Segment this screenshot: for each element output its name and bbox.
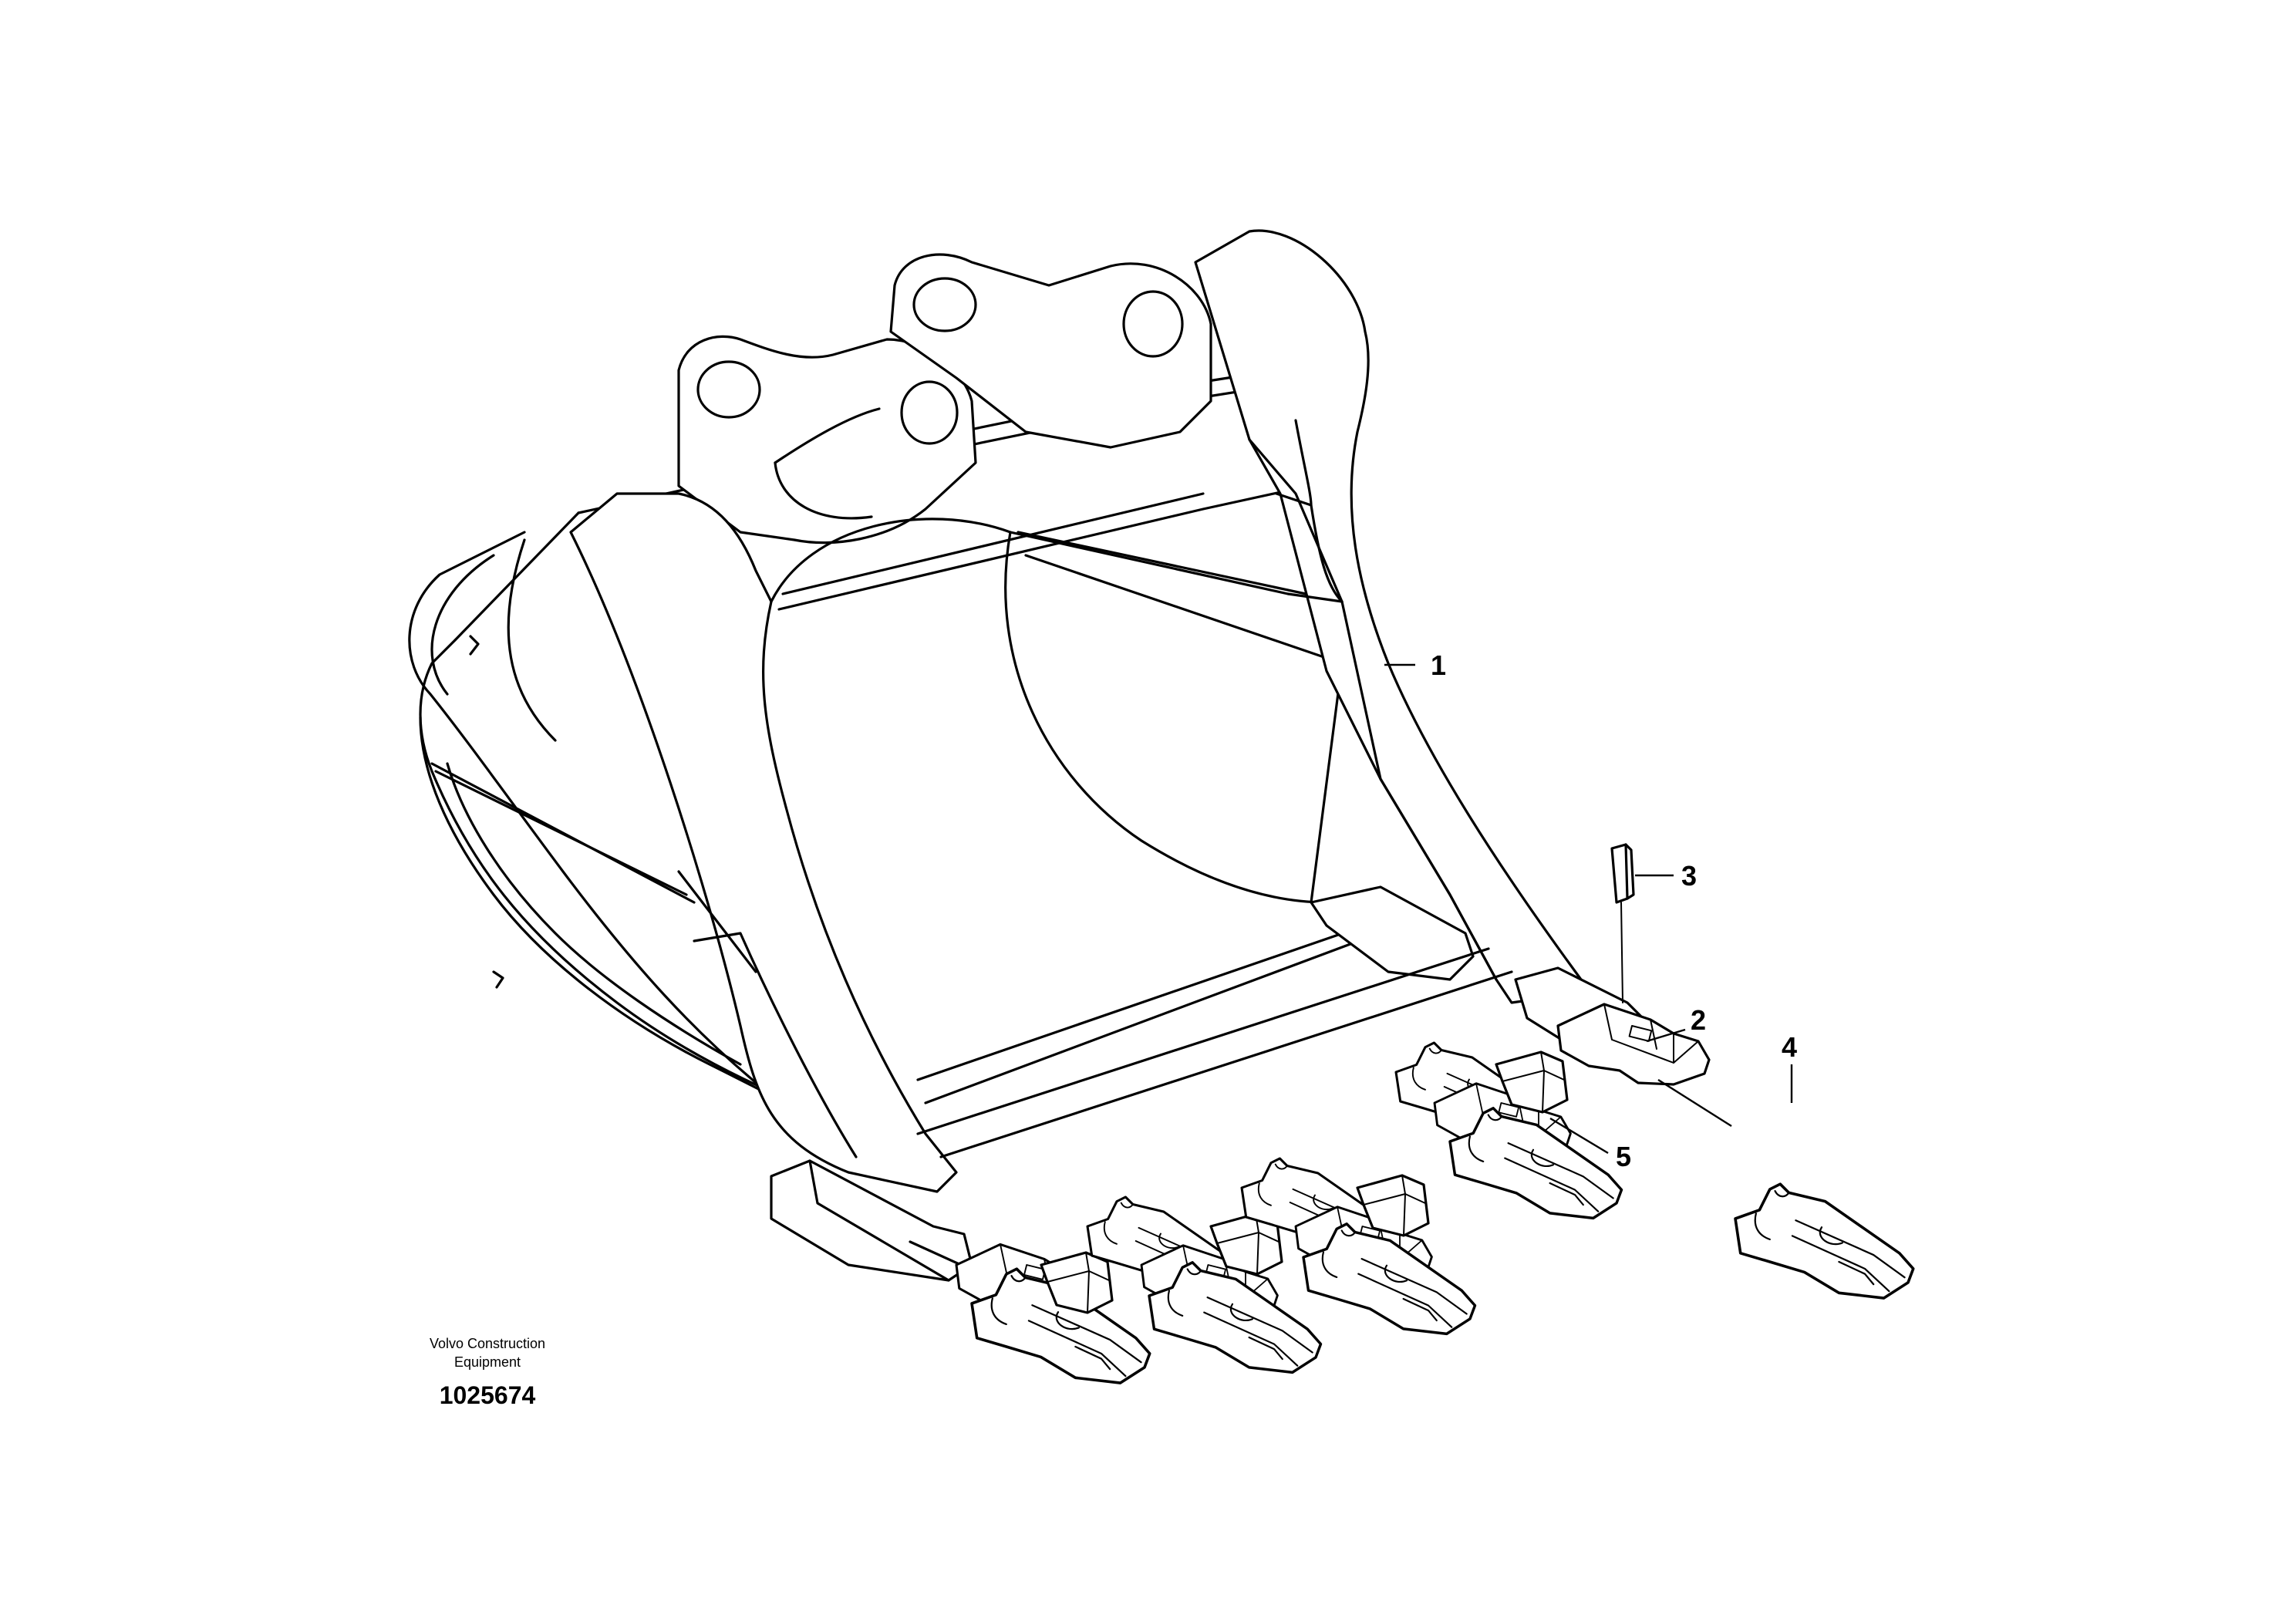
part-number: 1025674 — [440, 1381, 536, 1409]
callout-4: 4 — [1657, 1031, 1797, 1128]
credit-line-2: Equipment — [454, 1354, 521, 1370]
callout-2-label: 2 — [1691, 1004, 1706, 1036]
callout-5: 5 — [1549, 1117, 1631, 1172]
callout-1-label: 1 — [1431, 649, 1446, 681]
callout-3-label: 3 — [1681, 860, 1697, 892]
callout-4-label: 4 — [1782, 1031, 1797, 1063]
credit-line-1: Volvo Construction — [430, 1336, 545, 1351]
callout-2: 2 — [1646, 1004, 1706, 1043]
callout-5-label: 5 — [1616, 1141, 1631, 1172]
credit-block: Volvo Construction Equipment 1025674 — [430, 1336, 545, 1409]
callout-3: 3 — [1635, 860, 1697, 892]
teeth-row — [955, 843, 1915, 1384]
callout-1: 1 — [1384, 649, 1446, 681]
bucket-body — [408, 229, 1583, 1193]
